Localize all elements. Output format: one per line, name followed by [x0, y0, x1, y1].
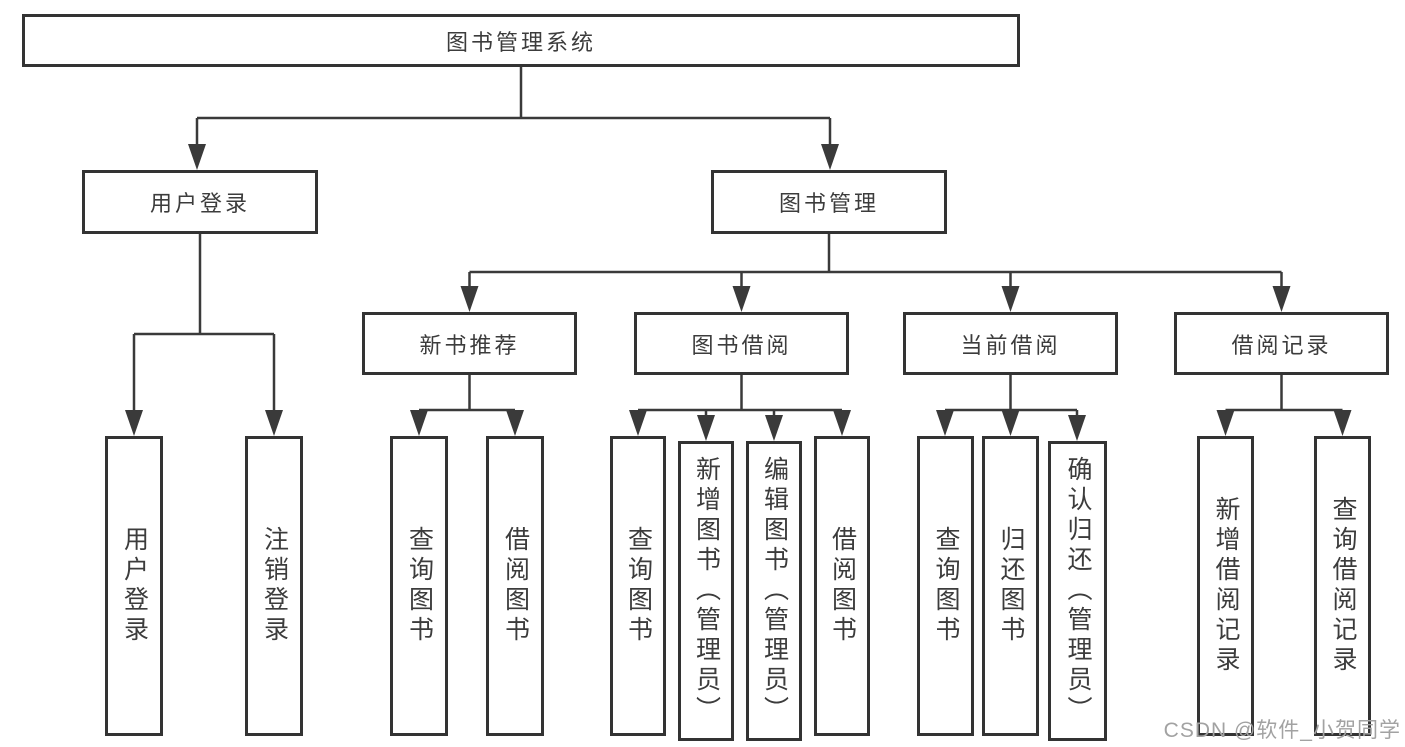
node-current-borrow: 当前借阅 [903, 312, 1118, 375]
leaf-label: 查询图书 [405, 526, 434, 646]
leaf-label: 确认归还（管理员） [1064, 456, 1092, 726]
leaf-label: 查询借阅记录 [1329, 496, 1357, 676]
leaf-label: 借阅图书 [828, 526, 857, 646]
leaf-label: 查询图书 [624, 526, 653, 646]
leaf-label: 新增借阅记录 [1212, 496, 1240, 676]
leaf-logout: 注销登录 [245, 436, 303, 736]
node-book-management: 图书管理 [711, 170, 947, 234]
node-user-login: 用户登录 [82, 170, 318, 234]
leaf-add-borrow-record: 新增借阅记录 [1197, 436, 1254, 736]
node-book-borrow: 图书借阅 [634, 312, 849, 375]
leaf-add-books-admin: 新增图书（管理员） [678, 441, 734, 741]
leaf-label: 借阅图书 [501, 526, 530, 646]
leaf-label: 新增图书（管理员） [692, 456, 721, 726]
leaf-borrow-books-recommend: 借阅图书 [486, 436, 544, 736]
leaf-label: 编辑图书（管理员） [760, 456, 789, 726]
leaf-label: 用户登录 [120, 526, 149, 646]
leaf-label: 归还图书 [997, 526, 1025, 646]
leaf-borrow-books: 借阅图书 [814, 436, 870, 736]
leaf-user-login: 用户登录 [105, 436, 163, 736]
leaf-query-books-borrow: 查询图书 [610, 436, 666, 736]
node-library-management-system: 图书管理系统 [22, 14, 1020, 67]
node-borrow-records: 借阅记录 [1174, 312, 1389, 375]
leaf-query-books-recommend: 查询图书 [390, 436, 448, 736]
leaf-confirm-return-admin: 确认归还（管理员） [1048, 441, 1107, 741]
leaf-query-borrow-record: 查询借阅记录 [1314, 436, 1371, 736]
leaf-label: 注销登录 [260, 526, 289, 646]
leaf-label: 查询图书 [932, 526, 960, 646]
leaf-edit-books-admin: 编辑图书（管理员） [746, 441, 802, 741]
node-new-book-recommend: 新书推荐 [362, 312, 577, 375]
leaf-query-books-current: 查询图书 [917, 436, 974, 736]
csdn-watermark: CSDN @软件_小贺同学 [1163, 719, 1401, 742]
leaf-return-books: 归还图书 [982, 436, 1039, 736]
